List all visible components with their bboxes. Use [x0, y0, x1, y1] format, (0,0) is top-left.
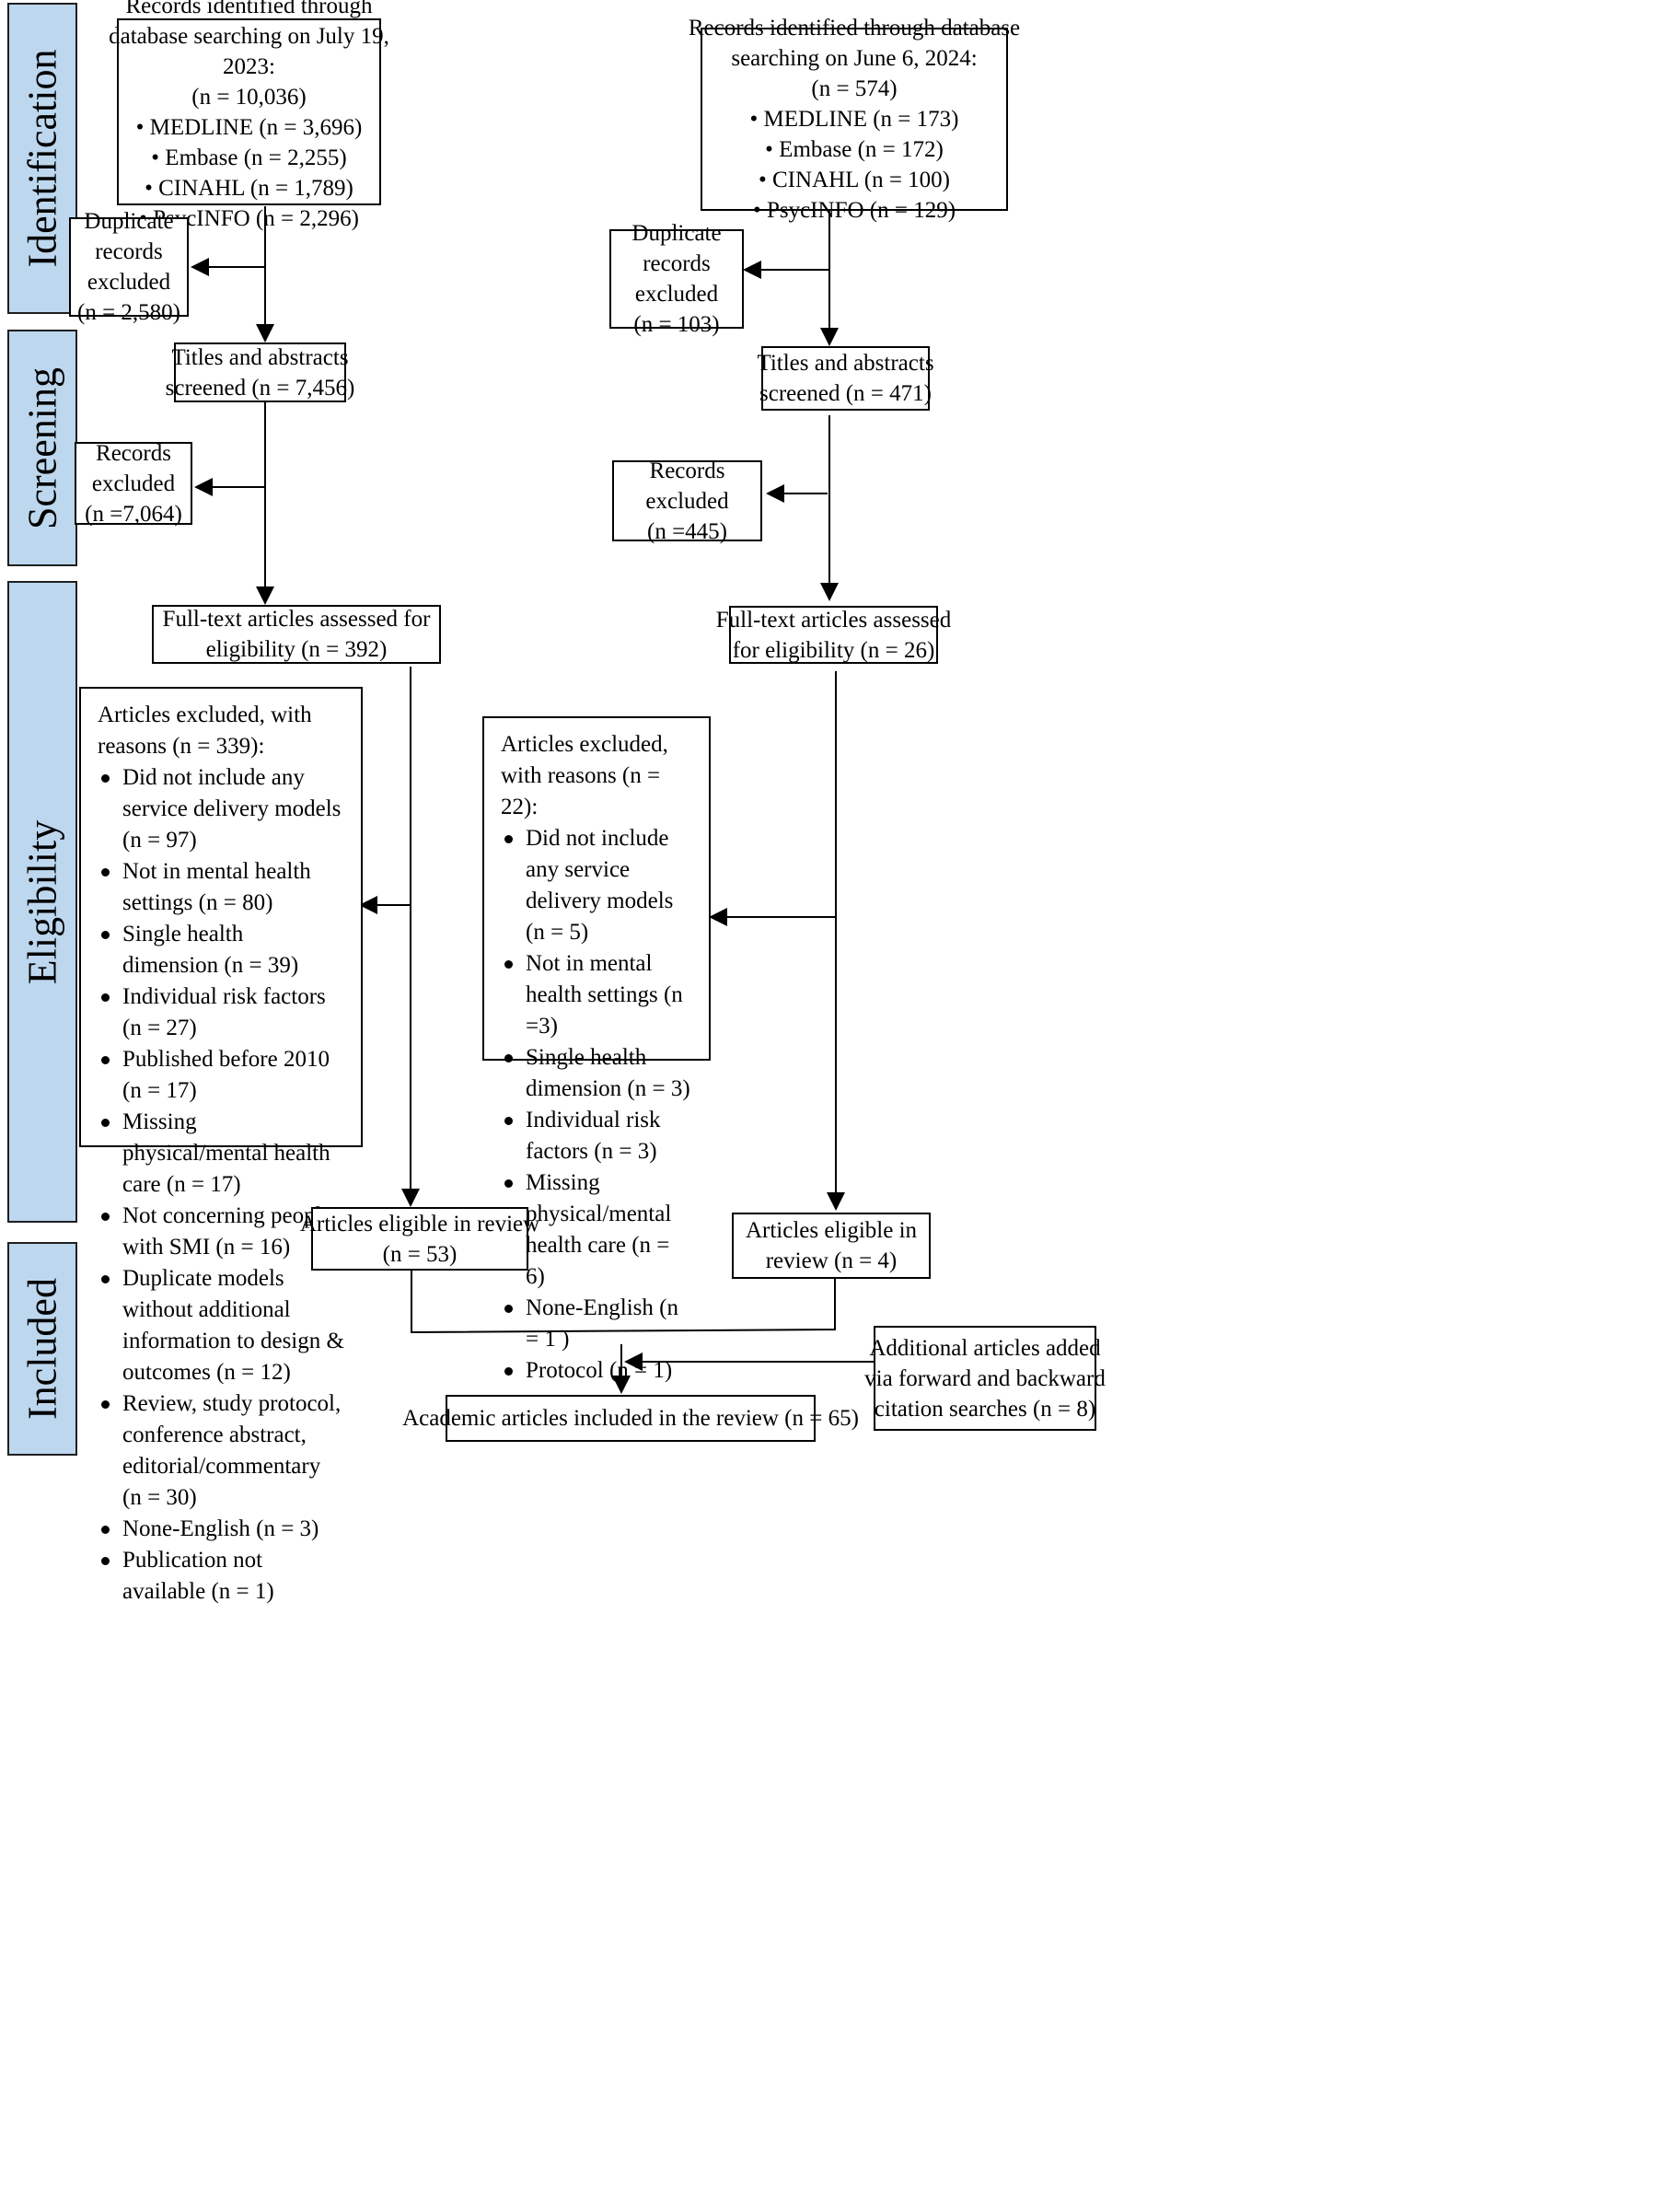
final-included-box: Academic articles included in the review…	[402, 1395, 859, 1442]
left-identified-line-1: Records identified through	[125, 0, 373, 18]
phase-band-identification: Identification	[7, 3, 77, 314]
right-reason-item: Not in mental health settings (n =3)	[501, 948, 692, 1042]
additional-line-2: via forward and backward	[864, 1365, 1106, 1391]
additional-articles-box: Additional articles added via forward an…	[864, 1326, 1106, 1431]
left-records-identified-box: Records identified through database sear…	[109, 0, 389, 231]
left-reason-item: Individual risk factors (n = 27)	[98, 981, 344, 1044]
left-eligible-line-2: (n = 53)	[382, 1241, 458, 1267]
right-reason-item: Single health dimension (n = 3)	[501, 1042, 692, 1105]
right-duplicates-line-3: excluded	[634, 282, 719, 307]
right-screened-line-1: Titles and abstracts	[757, 351, 934, 376]
additional-line-1: Additional articles added	[869, 1335, 1101, 1361]
left-reason-item: Single health dimension (n = 39)	[98, 919, 344, 981]
left-eligible-box: Articles eligible in review (n = 53)	[300, 1207, 539, 1271]
right-duplicates-box: Duplicate records excluded (n = 103)	[609, 221, 744, 337]
right-duplicates-line-1: Duplicate	[631, 221, 722, 246]
right-reason-item: Protocol (n = 1)	[501, 1355, 692, 1387]
right-eligible-box: Articles eligible in review (n = 4)	[732, 1213, 931, 1279]
left-screened-line-2: screened (n = 7,456)	[165, 375, 355, 401]
right-reason-item: Missing physical/mental health care (n =…	[501, 1167, 692, 1293]
left-excluded-reasons-list: Did not include any service delivery mod…	[98, 762, 344, 1608]
right-identified-line-6: • CINAHL (n = 100)	[758, 168, 950, 192]
right-records-excluded-line-3: (n =445)	[647, 518, 727, 544]
left-identified-line-7: • CINAHL (n = 1,789)	[145, 175, 353, 201]
left-reason-item: Missing physical/mental health care (n =…	[98, 1107, 344, 1201]
right-identified-line-3: (n = 574)	[811, 76, 898, 101]
right-records-excluded-line-2: excluded	[645, 488, 729, 514]
right-identified-line-1: Records identified through database	[688, 16, 1021, 41]
left-identified-line-6: • Embase (n = 2,255)	[151, 145, 347, 170]
left-eligible-line-1: Articles eligible in review	[299, 1211, 540, 1237]
right-reason-item: Individual risk factors (n = 3)	[501, 1105, 692, 1167]
left-duplicates-line-2: records	[95, 239, 163, 264]
right-excluded-reasons-box: Articles excluded, with reasons (n = 22)…	[482, 716, 711, 1383]
right-records-excluded-line-1: Records	[649, 458, 725, 483]
right-reason-item: Did not include any service delivery mod…	[501, 823, 692, 948]
left-reason-item: Publication not available (n = 1)	[98, 1545, 344, 1608]
right-identified-line-2: searching on June 6, 2024:	[731, 46, 978, 71]
right-fulltext-box: Full-text articles assessed for eligibil…	[716, 606, 951, 664]
left-reason-item: Review, study protocol, conference abstr…	[98, 1388, 344, 1514]
left-reason-item: Not concerning people with SMI (n = 16)	[98, 1201, 344, 1263]
right-fulltext-line-2: for eligibility (n = 26)	[732, 637, 935, 663]
left-duplicates-line-1: Duplicate	[84, 209, 174, 234]
left-duplicates-line-4: (n = 2,580)	[77, 300, 180, 325]
left-duplicates-line-3: excluded	[87, 270, 171, 295]
final-included-line: Academic articles included in the review…	[402, 1406, 859, 1431]
right-excluded-reasons-list: Did not include any service delivery mod…	[501, 823, 692, 1387]
left-reason-item: Published before 2010 (n = 17)	[98, 1044, 344, 1107]
left-excluded-reasons-box: Articles excluded, with reasons (n = 339…	[79, 687, 363, 1604]
phase-band-included: Included	[7, 1242, 77, 1456]
left-records-excluded-line-3: (n =7,064)	[85, 501, 182, 527]
left-fulltext-line-1: Full-text articles assessed for	[162, 607, 431, 632]
merge-connector	[411, 1271, 836, 1334]
left-identified-line-4: (n = 10,036)	[191, 84, 307, 110]
left-identified-line-5: • MEDLINE (n = 3,696)	[135, 114, 363, 140]
right-excluded-reasons-heading: Articles excluded, with reasons (n = 22)…	[501, 732, 668, 819]
left-records-excluded-line-1: Records	[96, 440, 171, 466]
right-fulltext-line-1: Full-text articles assessed	[715, 607, 952, 633]
right-identified-line-7: • PsycINFO (n = 129)	[752, 198, 956, 223]
right-screened-box: Titles and abstracts screened (n = 471)	[757, 346, 934, 411]
left-reason-item: Duplicate models without additional info…	[98, 1263, 344, 1388]
right-screened-line-2: screened (n = 471)	[759, 381, 932, 406]
left-identified-line-3: 2023:	[223, 53, 275, 79]
left-identified-line-2: database searching on July 19,	[109, 23, 389, 49]
phase-band-eligibility: Eligibility	[7, 581, 77, 1223]
left-duplicates-box: Duplicate records excluded (n = 2,580)	[69, 209, 189, 325]
right-duplicates-line-4: (n = 103)	[633, 312, 720, 337]
right-identified-line-4: • MEDLINE (n = 173)	[749, 107, 959, 132]
left-reason-item: None-English (n = 3)	[98, 1514, 344, 1545]
right-duplicates-line-2: records	[643, 251, 711, 276]
additional-line-3: citation searches (n = 8)	[874, 1396, 1096, 1422]
left-screened-line-1: Titles and abstracts	[171, 344, 349, 370]
right-reason-item: None-English (n = 1 )	[501, 1293, 692, 1355]
left-reason-item: Did not include any service delivery mod…	[98, 762, 344, 856]
right-records-identified-box: Records identified through database sear…	[689, 16, 1020, 223]
phase-band-screening: Screening	[7, 330, 77, 566]
left-reason-item: Not in mental health settings (n = 80)	[98, 856, 344, 919]
left-fulltext-line-2: eligibility (n = 392)	[205, 637, 388, 662]
right-records-excluded-box: Records excluded (n =445)	[612, 459, 762, 544]
right-eligible-line-2: review (n = 4)	[765, 1248, 898, 1273]
right-eligible-line-1: Articles eligible in	[745, 1218, 918, 1243]
left-excluded-reasons-heading: Articles excluded, with reasons (n = 339…	[98, 702, 312, 759]
left-records-excluded-line-2: excluded	[91, 470, 176, 496]
right-identified-line-5: • Embase (n = 172)	[765, 137, 944, 162]
left-screened-box: Titles and abstracts screened (n = 7,456…	[166, 343, 354, 402]
left-records-excluded-box: Records excluded (n =7,064)	[75, 441, 192, 527]
left-fulltext-box: Full-text articles assessed for eligibil…	[152, 605, 441, 664]
